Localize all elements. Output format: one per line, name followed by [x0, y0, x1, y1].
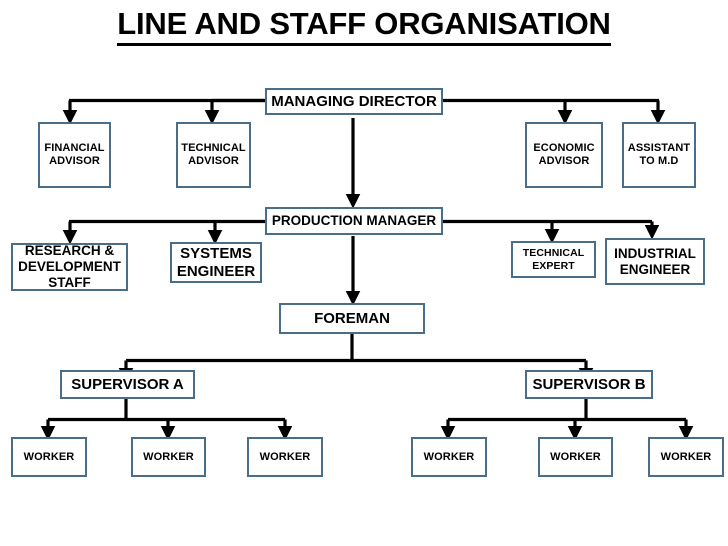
node-supervisor-a-label: SUPERVISOR A: [71, 375, 184, 393]
node-worker-3[interactable]: WORKER: [247, 437, 323, 477]
node-industrial-engineer-label: INDUSTRIAL ENGINEER: [614, 245, 696, 277]
node-worker-2-label: WORKER: [143, 450, 194, 463]
node-managing-director-label: MANAGING DIRECTOR: [271, 92, 437, 110]
node-worker-1[interactable]: WORKER: [11, 437, 87, 477]
node-foreman[interactable]: FOREMAN: [279, 303, 425, 334]
node-worker-3-label: WORKER: [259, 450, 311, 463]
node-industrial-engineer[interactable]: INDUSTRIAL ENGINEER: [605, 238, 705, 285]
node-production-manager-label: PRODUCTION MANAGER: [271, 213, 437, 229]
node-technical-expert-label: TECHNICAL EXPERT: [522, 247, 585, 272]
node-financial-advisor-label: FINANCIAL ADVISOR: [44, 142, 105, 167]
node-supervisor-b-label: SUPERVISOR B: [532, 375, 646, 393]
node-production-manager[interactable]: PRODUCTION MANAGER: [265, 207, 443, 235]
node-worker-6-label: WORKER: [660, 450, 712, 463]
node-worker-4-label: WORKER: [423, 450, 475, 463]
node-technical-expert[interactable]: TECHNICAL EXPERT: [511, 241, 596, 278]
node-systems-engineer[interactable]: SYSTEMS ENGINEER: [170, 242, 262, 283]
node-worker-1-label: WORKER: [23, 450, 75, 463]
node-foreman-label: FOREMAN: [314, 309, 390, 327]
node-technical-advisor-label: TECHNICAL ADVISOR: [181, 142, 246, 167]
node-economic-advisor[interactable]: ECONOMIC ADVISOR: [525, 122, 603, 188]
node-supervisor-a[interactable]: SUPERVISOR A: [60, 370, 195, 399]
node-worker-5-label: WORKER: [550, 450, 601, 463]
node-worker-2[interactable]: WORKER: [131, 437, 206, 477]
node-worker-5[interactable]: WORKER: [538, 437, 613, 477]
node-financial-advisor[interactable]: FINANCIAL ADVISOR: [38, 122, 111, 188]
page-title: LINE AND STAFF ORGANISATION: [0, 6, 728, 46]
node-economic-advisor-label: ECONOMIC ADVISOR: [533, 142, 595, 167]
page-title-text: LINE AND STAFF ORGANISATION: [117, 6, 611, 46]
node-worker-4[interactable]: WORKER: [411, 437, 487, 477]
node-research-development-staff-label: RESEARCH & DEVELOPMENT STAFF: [18, 243, 121, 290]
node-worker-6[interactable]: WORKER: [648, 437, 724, 477]
node-systems-engineer-label: SYSTEMS ENGINEER: [176, 244, 256, 280]
node-research-development-staff[interactable]: RESEARCH & DEVELOPMENT STAFF: [11, 243, 128, 291]
node-assistant-to-md-label: ASSISTANT TO M.D: [627, 142, 691, 167]
node-supervisor-b[interactable]: SUPERVISOR B: [525, 370, 653, 399]
node-assistant-to-md[interactable]: ASSISTANT TO M.D: [622, 122, 696, 188]
node-technical-advisor[interactable]: TECHNICAL ADVISOR: [176, 122, 251, 188]
node-managing-director[interactable]: MANAGING DIRECTOR: [265, 88, 443, 115]
